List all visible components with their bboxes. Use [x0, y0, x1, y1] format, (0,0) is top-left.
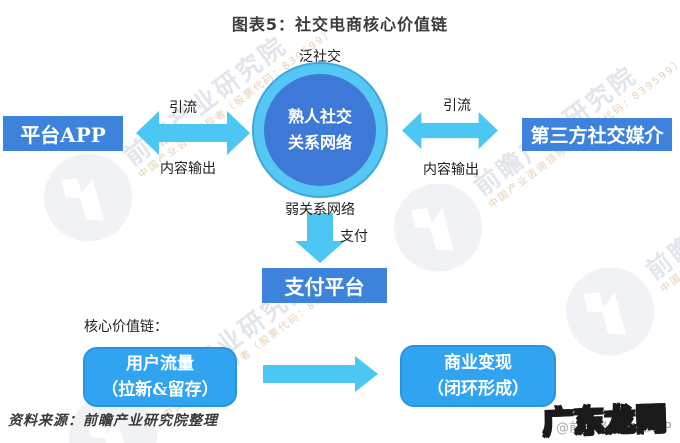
inner-social-circle: 熟人社交 关系网络 [264, 74, 376, 186]
app-watermark: @前瞻经济学人APP [556, 421, 672, 436]
user-traffic-line2: （拉新&留存） [101, 380, 219, 400]
left-double-arrow-icon [136, 111, 250, 155]
qianzhan-logo-icon [548, 249, 672, 374]
chart-title: 图表5：社交电商核心价值链 [231, 15, 449, 34]
monetization-line1: 商业变现 [444, 352, 512, 373]
user-traffic-box: 用户流量 （拉新&留存） [83, 347, 237, 407]
monetization-box: 商业变现 （闭环形成） [400, 345, 556, 407]
third-party-social-box: 第三方社交媒介 [522, 118, 672, 151]
payment-platform-box: 支付平台 [262, 268, 387, 303]
value-chain-section-label: 核心价值链： [84, 319, 168, 335]
watermark-subtext: 中国产业咨询领导者（股票代码：839599） [658, 140, 680, 295]
pan-social-label: 泛社交 [299, 49, 341, 65]
right-arrow-icon [263, 356, 378, 392]
right-arrow-bottom-label: 内容输出 [423, 162, 479, 178]
weak-ties-label: 弱关系网络 [285, 202, 355, 218]
site-watermark: 广东龙网 [541, 401, 668, 443]
payment-arrow-label: 支付 [340, 229, 368, 245]
third-party-social-label: 第三方社交媒介 [530, 125, 664, 147]
inner-circle-line2: 关系网络 [287, 133, 352, 152]
left-arrow-bottom-label: 内容输出 [160, 161, 216, 177]
payment-platform-label: 支付平台 [284, 275, 365, 299]
left-arrow-top-label: 引流 [169, 100, 197, 116]
right-arrow-top-label: 引流 [443, 98, 471, 114]
platform-app-box: 平台APP [3, 116, 123, 151]
qianzhan-logo-icon [26, 135, 150, 260]
user-traffic-line1: 用户流量 [126, 353, 194, 374]
right-double-arrow-icon [402, 111, 498, 150]
data-source-note: 资料来源：前瞻产业研究院整理 [8, 413, 218, 429]
platform-app-label: 平台APP [20, 123, 106, 147]
inner-circle-line1: 熟人社交 [287, 106, 352, 126]
down-arrow-icon [295, 213, 345, 263]
qianzhan-logo-icon [376, 165, 500, 290]
monetization-line2: （闭环形成） [427, 379, 529, 399]
